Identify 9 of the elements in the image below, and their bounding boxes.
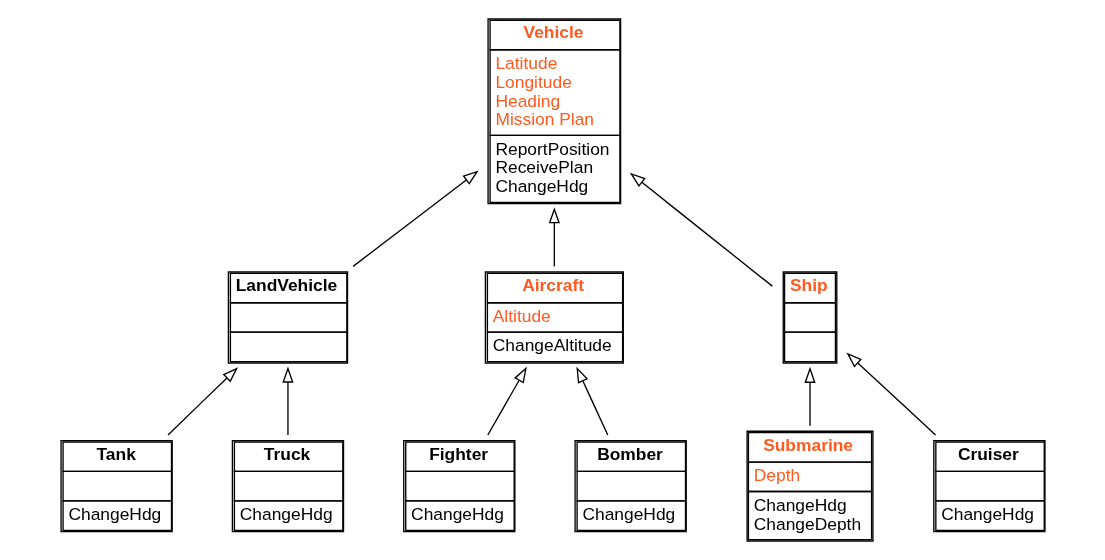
arrow — [281, 366, 294, 436]
arrow — [548, 207, 560, 268]
arrow — [486, 366, 527, 436]
arrow — [351, 170, 479, 268]
arrow — [629, 172, 773, 287]
arrow — [845, 352, 936, 436]
arrow — [166, 367, 238, 436]
arrow — [575, 366, 608, 436]
arrow — [803, 366, 816, 427]
